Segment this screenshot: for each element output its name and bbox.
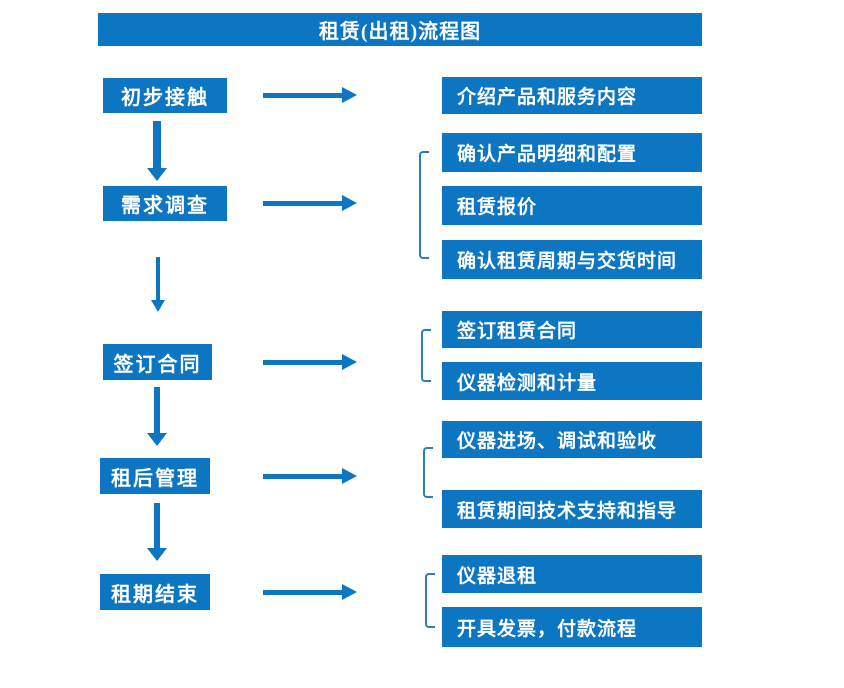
- step-box-sign-contract: 签订合同: [103, 344, 212, 380]
- output-box-confirm-product-details: 确认产品明细和配置: [442, 133, 702, 172]
- output-box-intro-products: 介绍产品和服务内容: [442, 77, 702, 114]
- bracket-demand-survey: [419, 151, 429, 259]
- step-box-post-rental-management: 租后管理: [100, 458, 210, 494]
- step-box-initial-contact: 初步接触: [103, 78, 227, 113]
- bracket-lease-end: [425, 573, 435, 628]
- step-box-lease-end: 租期结束: [100, 574, 210, 610]
- bracket-post-rental: [423, 447, 433, 498]
- output-box-rental-quotation: 租赁报价: [442, 186, 702, 225]
- output-box-sign-rental-contract: 签订租赁合同: [442, 311, 702, 348]
- bracket-sign-contract: [421, 329, 431, 382]
- output-box-invoice-payment: 开具发票，付款流程: [442, 607, 702, 647]
- step-box-demand-survey: 需求调查: [103, 186, 227, 221]
- output-box-instrument-return: 仪器退租: [442, 555, 702, 593]
- output-box-technical-support: 租赁期间技术支持和指导: [442, 490, 702, 528]
- output-box-instrument-setup-acceptance: 仪器进场、调试和验收: [442, 421, 702, 458]
- flowchart-title: 租赁(出租)流程图: [98, 13, 702, 46]
- output-box-instrument-testing: 仪器检测和计量: [442, 362, 702, 400]
- output-box-confirm-rental-period: 确认租赁周期与交货时间: [442, 240, 702, 279]
